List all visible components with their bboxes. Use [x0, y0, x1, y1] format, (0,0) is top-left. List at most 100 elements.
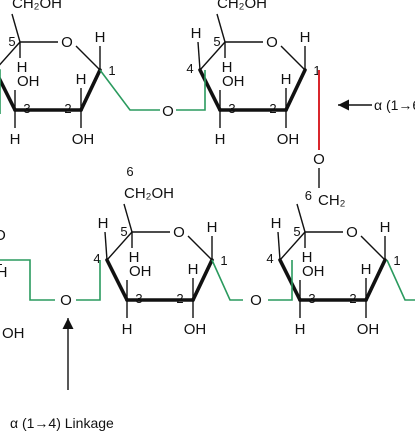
ch2oh-label: CH₂OH	[217, 0, 267, 12]
ring-bond-front	[284, 68, 307, 112]
hydrogen-label: H	[380, 219, 391, 236]
glycosidic-oxygen-label: O	[60, 292, 72, 309]
hydrogen-label: H	[300, 29, 311, 46]
hydrogen-label: H	[129, 249, 140, 266]
hydrogen-label: H	[191, 25, 202, 42]
carbon-3-label: 3	[23, 101, 30, 116]
hydrogen-label: H	[188, 261, 199, 278]
glycosidic-bond	[76, 260, 101, 301]
hydrogen-label: H	[98, 215, 109, 232]
ring-oxygen-label: O	[61, 34, 73, 51]
hydrogen-label: H	[271, 215, 282, 232]
glycosidic-bond	[211, 259, 243, 301]
hydrogen-label: H	[76, 71, 87, 88]
bond	[277, 231, 281, 261]
hydrogen-label: H	[222, 59, 233, 76]
carbon-1-label: 1	[393, 253, 400, 268]
carbon-4-label: 4	[186, 61, 193, 76]
hydroxyl-label: OH	[17, 73, 40, 90]
hydrogen-label: H	[302, 249, 313, 266]
ring-bond	[0, 41, 21, 66]
bond	[197, 41, 201, 71]
glycosidic-bond-stub	[386, 259, 415, 301]
ring-oxygen-label: O	[346, 224, 358, 241]
carbon-4-label: 4	[93, 251, 100, 266]
ring-bond	[279, 231, 306, 261]
ring-bond	[75, 45, 101, 71]
hydrogen-label: H	[207, 219, 218, 236]
ring-bond-front	[0, 75, 17, 112]
annotation-alpha-1-6: α (1→6) Linkage	[374, 97, 415, 113]
bond	[104, 231, 108, 261]
hydroxyl-label: OH	[2, 325, 25, 342]
hydrogen-label: H	[122, 321, 133, 338]
ring-bond	[106, 231, 133, 261]
ch2-label: CH₂	[318, 192, 346, 209]
bond	[296, 203, 306, 233]
hydrogen-label: H	[215, 131, 226, 148]
ring-bond-front	[198, 68, 222, 112]
ring-bond	[280, 45, 306, 71]
glycosidic-oxygen-label: O	[162, 103, 174, 120]
ring-bond-front	[105, 258, 129, 302]
ring-bond-front	[79, 68, 102, 112]
hydrogen-label: H	[10, 131, 21, 148]
ring-bond	[199, 41, 226, 71]
carbon-1-label: 1	[108, 63, 115, 78]
glycosidic-oxygen-label: O	[250, 292, 262, 309]
glycosidic-bond	[0, 259, 55, 301]
carbon-2-label: 2	[64, 101, 71, 116]
carbon-1-label: 1	[220, 253, 227, 268]
glycosidic-bond	[99, 69, 160, 111]
glycosidic-bond	[176, 70, 206, 111]
ring-oxygen-label: O	[0, 227, 6, 244]
ring-oxygen-label: O	[173, 224, 185, 241]
carbon-3-label: 3	[135, 291, 142, 306]
hydrogen-label: H	[295, 321, 306, 338]
hydroxyl-label: OH	[222, 73, 245, 90]
carbon-5-label: 5	[8, 34, 15, 49]
carbon-5-label: 5	[293, 224, 300, 239]
branch-oxygen-label: O	[313, 151, 325, 168]
carbon-4-label: 4	[266, 251, 273, 266]
hydroxyl-label: OH	[184, 321, 207, 338]
bond	[123, 203, 133, 233]
hydrogen-label: H	[0, 264, 7, 281]
carbon-3-label: 3	[228, 101, 235, 116]
glycosidic-bond	[268, 260, 293, 301]
ring-bond-front	[364, 258, 387, 302]
ring-bond	[187, 235, 213, 261]
ring-oxygen-label: O	[266, 34, 278, 51]
hydroxyl-label: OH	[357, 321, 380, 338]
carbon-2-label: 2	[176, 291, 183, 306]
bond	[11, 13, 21, 43]
hydroxyl-label: OH	[129, 263, 152, 280]
hydrogen-label: H	[361, 261, 372, 278]
hydroxyl-label: OH	[72, 131, 95, 148]
carbon-2-label: 2	[269, 101, 276, 116]
hydroxyl-label: OH	[302, 263, 325, 280]
hydrogen-label: H	[17, 59, 28, 76]
ch2oh-label: CH₂OH	[124, 185, 174, 202]
carbon-6-label: 6	[126, 164, 133, 179]
bond	[216, 13, 226, 43]
hydrogen-label: H	[95, 29, 106, 46]
carbon-3-label: 3	[308, 291, 315, 306]
carbon-1-label: 1	[313, 63, 320, 78]
carbon-2-label: 2	[349, 291, 356, 306]
ring-bond	[360, 235, 386, 261]
carbon-6-label: 6	[305, 188, 312, 203]
ch2oh-label: CH₂OH	[12, 0, 62, 12]
ring-bond-front	[278, 258, 302, 302]
ring-bond-front	[191, 258, 214, 302]
carbon-5-label: 5	[213, 34, 220, 49]
annotation-alpha-1-4: α (1→4) Linkage	[10, 415, 114, 431]
carbon-5-label: 5	[120, 224, 127, 239]
hydrogen-label: H	[281, 71, 292, 88]
hydroxyl-label: OH	[277, 131, 300, 148]
